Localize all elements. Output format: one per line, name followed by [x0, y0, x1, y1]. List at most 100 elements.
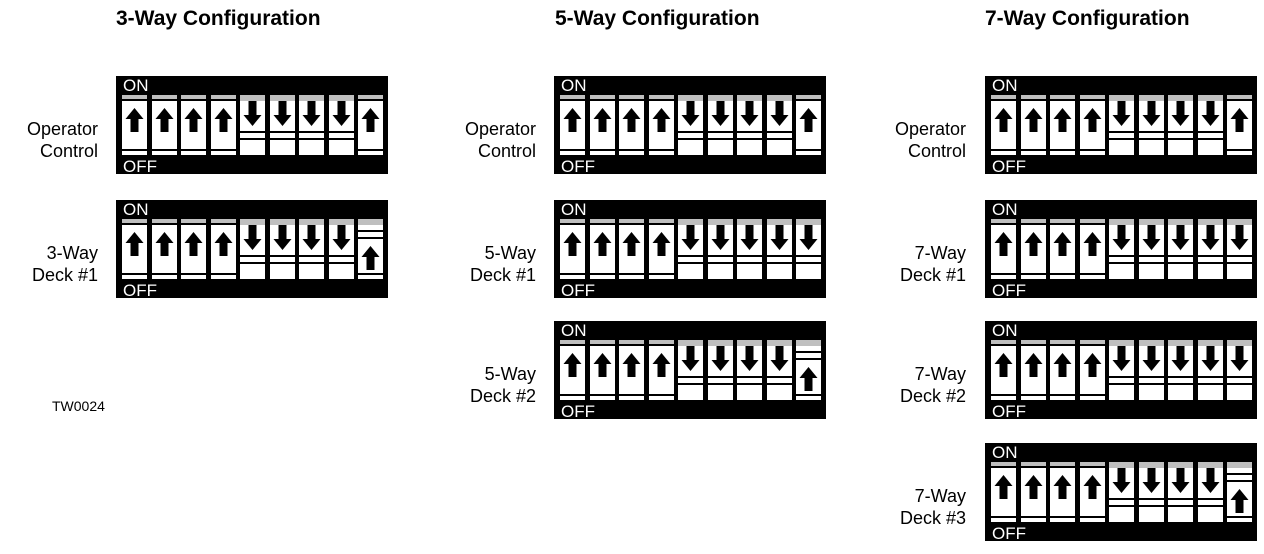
switch-up-4 [648, 95, 675, 155]
switch-down-7 [736, 340, 763, 400]
arrow-up-icon [991, 340, 1016, 400]
arrow-up-icon [560, 340, 585, 400]
arrow-up-icon [1227, 462, 1252, 522]
row-label-line-2: Deck #2 [469, 386, 536, 406]
figure-code: TW0024 [52, 398, 105, 414]
arrow-down-icon [240, 95, 265, 155]
switch-up-4 [1079, 95, 1106, 155]
switch-up-9 [795, 340, 822, 400]
switch-down-5 [677, 340, 704, 400]
arrow-up-icon [1050, 340, 1075, 400]
switch-down-8 [766, 95, 793, 155]
arrow-down-icon [1138, 219, 1164, 279]
arrow-up-icon [181, 95, 206, 155]
arrow-down-icon [1109, 462, 1134, 522]
switch-down-5 [677, 95, 704, 155]
row-label-line-1: 5-Way [484, 243, 536, 263]
switch-up-4 [210, 95, 237, 155]
switch-up-2 [151, 95, 178, 155]
switch-up-3 [1049, 340, 1076, 400]
off-label: OFF [992, 402, 1026, 421]
arrow-up-icon [1050, 95, 1075, 155]
arrow-up-icon [122, 219, 147, 279]
row-label-line-1: 7-Way [914, 243, 966, 263]
arrow-down-icon [1138, 95, 1164, 155]
switch-down-8 [766, 340, 793, 400]
switch-up-3 [1049, 219, 1076, 279]
arrow-up-icon [991, 462, 1016, 522]
arrow-up-icon [619, 340, 644, 400]
arrow-down-icon [299, 95, 324, 155]
switch-up-1 [559, 340, 586, 400]
arrow-down-icon [678, 219, 703, 279]
arrow-down-icon [707, 340, 733, 400]
arrow-up-icon [151, 219, 177, 279]
switch-up-2 [589, 340, 616, 400]
arrow-down-icon [766, 219, 792, 279]
on-label: ON [561, 321, 587, 340]
switch-down-8 [1197, 340, 1224, 400]
switch-up-1 [990, 340, 1017, 400]
arrow-down-icon [1109, 340, 1134, 400]
switch-up-3 [618, 219, 645, 279]
arrow-up-icon [589, 95, 615, 155]
switch-down-8 [1197, 219, 1224, 279]
arrow-down-icon [1227, 219, 1252, 279]
arrow-down-icon [1138, 340, 1164, 400]
switch-up-3 [618, 95, 645, 155]
on-label: ON [992, 321, 1018, 340]
arrow-up-icon [1050, 462, 1075, 522]
switch-down-7 [1167, 462, 1194, 522]
arrow-down-icon [1168, 462, 1193, 522]
arrow-down-icon [737, 219, 762, 279]
arrow-down-icon [269, 219, 295, 279]
off-label: OFF [561, 157, 595, 176]
switch-down-5 [1108, 219, 1135, 279]
switch-up-1 [121, 95, 148, 155]
switch-up-3 [1049, 462, 1076, 522]
on-label: ON [123, 200, 149, 219]
switch-up-2 [1020, 340, 1047, 400]
switch-down-6 [707, 340, 734, 400]
arrow-down-icon [328, 219, 354, 279]
switch-up-4 [210, 219, 237, 279]
arrow-down-icon [737, 340, 762, 400]
row-label-line-1: 7-Way [914, 364, 966, 384]
off-label: OFF [992, 524, 1026, 543]
arrow-up-icon [1079, 219, 1105, 279]
switch-down-9 [795, 219, 822, 279]
arrow-up-icon [560, 95, 585, 155]
switch-up-9 [795, 95, 822, 155]
arrow-up-icon [181, 219, 206, 279]
row-label-line-2: Control [907, 141, 966, 161]
switch-up-1 [990, 462, 1017, 522]
arrow-down-icon [1197, 219, 1223, 279]
arrow-down-icon [1109, 95, 1134, 155]
switch-down-8 [328, 219, 355, 279]
switch-up-2 [1020, 462, 1047, 522]
switch-down-6 [269, 219, 296, 279]
arrow-up-icon [1020, 340, 1046, 400]
switch-up-2 [1020, 219, 1047, 279]
arrow-down-icon [796, 219, 821, 279]
arrow-up-icon [796, 340, 821, 400]
arrow-down-icon [1197, 340, 1223, 400]
row-label-line-1: Operator [26, 119, 98, 139]
switch-down-7 [1167, 95, 1194, 155]
off-label: OFF [123, 157, 157, 176]
switch-up-2 [589, 95, 616, 155]
on-label: ON [992, 200, 1018, 219]
